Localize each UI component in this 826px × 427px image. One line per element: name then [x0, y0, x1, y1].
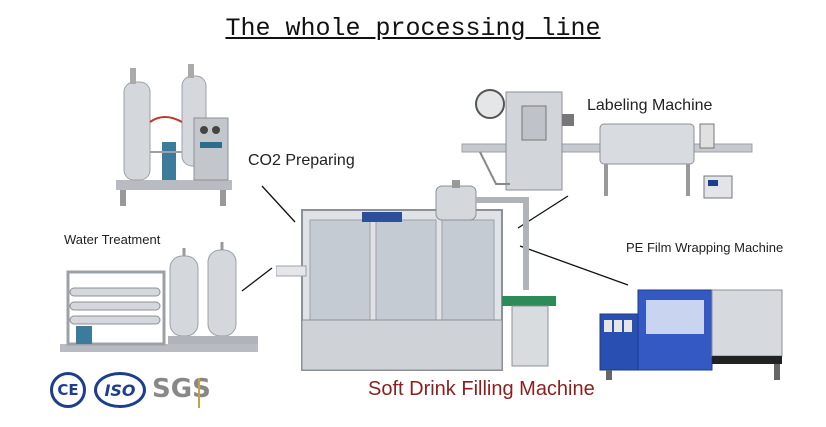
- connector-wrapping: [519, 245, 629, 286]
- soft-drink-filling-machine: [276, 180, 558, 380]
- co2-preparing-label: CO2 Preparing: [248, 152, 355, 169]
- co2-preparing-machine: [112, 62, 236, 208]
- sgs-logo-bar: [198, 378, 200, 408]
- ce-logo: CE: [50, 372, 86, 408]
- labeling-machine: [460, 84, 756, 208]
- water-treatment-label: Water Treatment: [64, 232, 161, 247]
- connector-water: [241, 267, 273, 292]
- iso-logo: ISO: [94, 372, 146, 408]
- page-title: The whole processing line: [225, 14, 601, 43]
- sgs-logo: SGS: [152, 374, 211, 404]
- water-treatment-machine: [58, 238, 262, 362]
- soft-drink-filling-label: Soft Drink Filling Machine: [368, 378, 595, 400]
- pe-film-wrapping-machine: [598, 270, 788, 382]
- connector-co2: [261, 185, 296, 223]
- labeling-machine-label: Labeling Machine: [587, 97, 713, 114]
- pe-film-wrapping-label: PE Film Wrapping Machine: [626, 240, 784, 255]
